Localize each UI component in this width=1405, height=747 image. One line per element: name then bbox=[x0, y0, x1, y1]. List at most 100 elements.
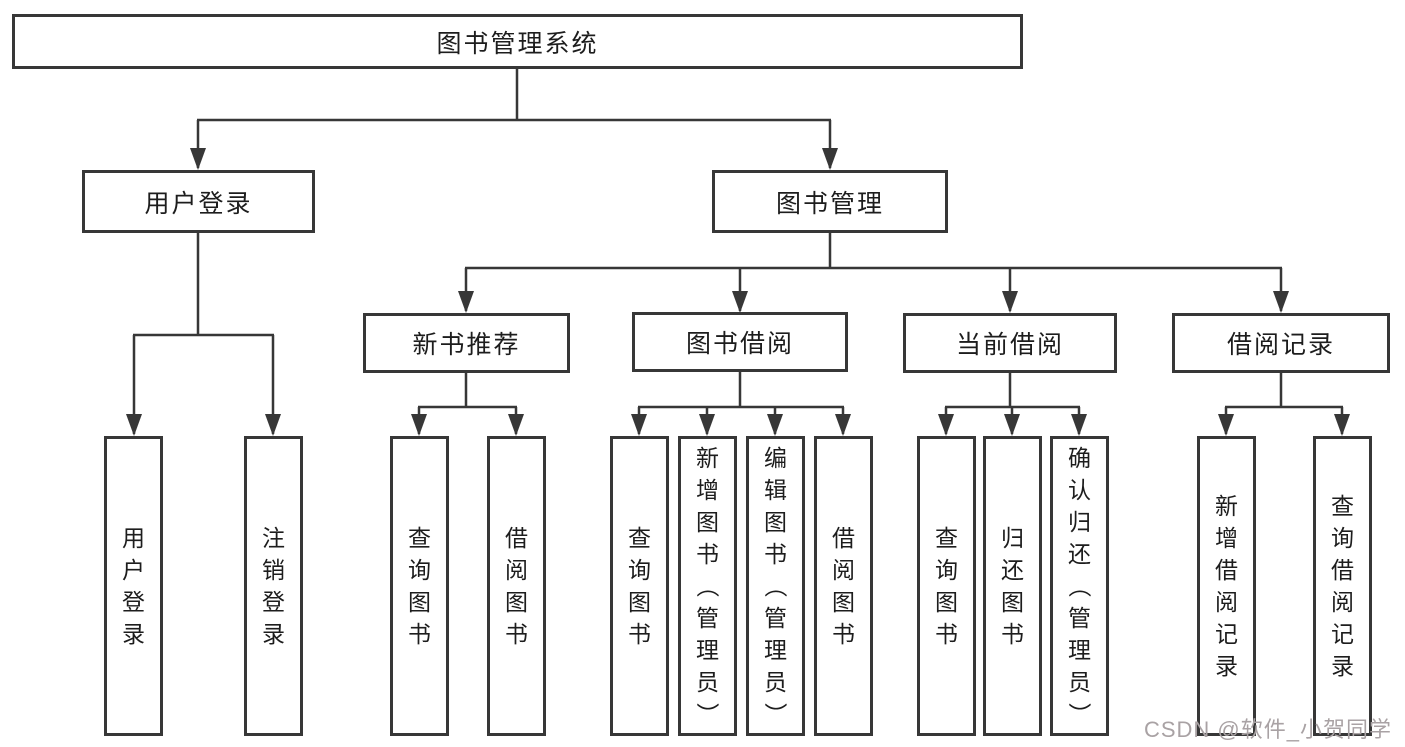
vertical-char: 管 bbox=[696, 605, 719, 631]
node-edit-book-admin: 编辑图书（管理员） bbox=[746, 436, 805, 736]
node-book-management-label: 图书管理 bbox=[775, 189, 884, 218]
node-query-books-3-label: 查询图书 bbox=[920, 439, 973, 733]
vertical-char: 员 bbox=[1068, 669, 1091, 695]
vertical-char: 询 bbox=[408, 557, 431, 583]
vertical-char: 还 bbox=[1068, 541, 1091, 567]
vertical-char: 阅 bbox=[1331, 589, 1354, 615]
node-new-book-recommendation-label: 新书推荐 bbox=[412, 331, 521, 359]
vertical-char: 书 bbox=[832, 621, 855, 647]
node-add-borrow-record-label: 新增借阅记录 bbox=[1200, 439, 1253, 733]
vertical-char: 录 bbox=[1215, 653, 1238, 679]
vertical-char: （ bbox=[694, 574, 721, 598]
vertical-char: 还 bbox=[1001, 557, 1024, 583]
vertical-char: 书 bbox=[505, 621, 528, 647]
connector-book-management-to-level3 bbox=[465, 233, 1282, 270]
vertical-char: 阅 bbox=[1215, 589, 1238, 615]
vertical-char: 归 bbox=[1068, 509, 1091, 535]
node-return-book-label: 归还图书 bbox=[986, 439, 1039, 733]
vertical-char: 图 bbox=[628, 589, 651, 615]
node-add-book-admin-label: 新增图书（管理员） bbox=[681, 439, 734, 733]
vertical-char: 录 bbox=[1331, 653, 1354, 679]
node-current-borrowing: 当前借阅 bbox=[903, 313, 1117, 373]
node-confirm-return-admin: 确认归还（管理员） bbox=[1050, 436, 1109, 736]
node-add-book-admin: 新增图书（管理员） bbox=[678, 436, 737, 736]
vertical-char: 归 bbox=[1001, 525, 1024, 551]
node-confirm-return-admin-label: 确认归还（管理员） bbox=[1053, 439, 1106, 733]
vertical-char: 询 bbox=[1331, 525, 1354, 551]
node-borrow-books-2: 借阅图书 bbox=[814, 436, 873, 736]
vertical-char: 借 bbox=[1331, 557, 1354, 583]
vertical-char: 记 bbox=[1331, 621, 1354, 647]
vertical-char: 借 bbox=[832, 525, 855, 551]
vertical-char: 编 bbox=[764, 445, 787, 471]
vertical-char: ） bbox=[1066, 702, 1093, 726]
node-borrow-books-1-label: 借阅图书 bbox=[490, 439, 543, 733]
node-query-books-1-label: 查询图书 bbox=[393, 439, 446, 733]
vertical-char: 图 bbox=[1001, 589, 1024, 615]
connector-root-to-level2 bbox=[197, 69, 831, 122]
vertical-char: 书 bbox=[764, 541, 787, 567]
node-edit-book-admin-label: 编辑图书（管理员） bbox=[749, 439, 802, 733]
vertical-char: 询 bbox=[935, 557, 958, 583]
node-return-book: 归还图书 bbox=[983, 436, 1042, 736]
vertical-char: 查 bbox=[935, 525, 958, 551]
node-user-login: 用户登录 bbox=[82, 170, 315, 233]
vertical-char: 图 bbox=[505, 589, 528, 615]
node-book-management: 图书管理 bbox=[712, 170, 948, 233]
node-query-books-2: 查询图书 bbox=[610, 436, 669, 736]
node-user-login-leaf-label: 用户登录 bbox=[107, 439, 160, 733]
node-new-book-recommendation: 新书推荐 bbox=[363, 313, 570, 373]
connector-current-borrow-to-leaves bbox=[945, 373, 1080, 409]
vertical-char: 录 bbox=[122, 621, 145, 647]
csdn-watermark: CSDN @软件_小贺同学 bbox=[1143, 717, 1392, 742]
vertical-char: 管 bbox=[764, 605, 787, 631]
vertical-char: 图 bbox=[764, 509, 787, 535]
node-book-borrowing-label: 图书借阅 bbox=[685, 330, 794, 358]
vertical-char: 查 bbox=[628, 525, 651, 551]
vertical-char: 员 bbox=[696, 669, 719, 695]
vertical-char: 认 bbox=[1068, 477, 1091, 503]
connector-book-borrow-to-leaves bbox=[638, 372, 844, 409]
vertical-char: 注 bbox=[262, 525, 285, 551]
node-query-books-3: 查询图书 bbox=[917, 436, 976, 736]
node-borrowing-records-label: 借阅记录 bbox=[1226, 331, 1335, 359]
connector-borrow-records-to-leaves bbox=[1225, 373, 1343, 409]
vertical-char: 员 bbox=[764, 669, 787, 695]
vertical-char: 理 bbox=[1068, 637, 1091, 663]
vertical-char: 借 bbox=[1215, 557, 1238, 583]
node-book-borrowing: 图书借阅 bbox=[632, 312, 848, 372]
vertical-char: 确 bbox=[1068, 445, 1091, 471]
node-borrow-books-2-label: 借阅图书 bbox=[817, 439, 870, 733]
node-logout-label: 注销登录 bbox=[247, 439, 300, 733]
vertical-char: 用 bbox=[122, 525, 145, 551]
node-borrow-books-1: 借阅图书 bbox=[487, 436, 546, 736]
vertical-char: 新 bbox=[1215, 493, 1238, 519]
vertical-char: 图 bbox=[696, 509, 719, 535]
node-current-borrowing-label: 当前借阅 bbox=[955, 331, 1064, 359]
node-query-borrow-record-label: 查询借阅记录 bbox=[1316, 439, 1369, 733]
vertical-char: 借 bbox=[505, 525, 528, 551]
vertical-char: 查 bbox=[1331, 493, 1354, 519]
vertical-char: 询 bbox=[628, 557, 651, 583]
vertical-char: 书 bbox=[628, 621, 651, 647]
vertical-char: 增 bbox=[696, 477, 719, 503]
vertical-char: 图 bbox=[935, 589, 958, 615]
node-borrowing-records: 借阅记录 bbox=[1172, 313, 1390, 373]
connector-new-book-rec-to-leaves bbox=[418, 373, 517, 409]
node-root-label: 图书管理系统 bbox=[436, 29, 599, 58]
vertical-char: 书 bbox=[935, 621, 958, 647]
vertical-char: 查 bbox=[408, 525, 431, 551]
vertical-char: 增 bbox=[1215, 525, 1238, 551]
vertical-char: 阅 bbox=[832, 557, 855, 583]
vertical-char: （ bbox=[762, 574, 789, 598]
node-user-login-label: 用户登录 bbox=[144, 189, 253, 218]
node-logout: 注销登录 bbox=[244, 436, 303, 736]
vertical-char: 记 bbox=[1215, 621, 1238, 647]
vertical-char: 登 bbox=[122, 589, 145, 615]
vertical-char: 书 bbox=[696, 541, 719, 567]
vertical-char: 录 bbox=[262, 621, 285, 647]
node-user-login-leaf: 用户登录 bbox=[104, 436, 163, 736]
vertical-char: 销 bbox=[262, 557, 285, 583]
vertical-char: 阅 bbox=[505, 557, 528, 583]
